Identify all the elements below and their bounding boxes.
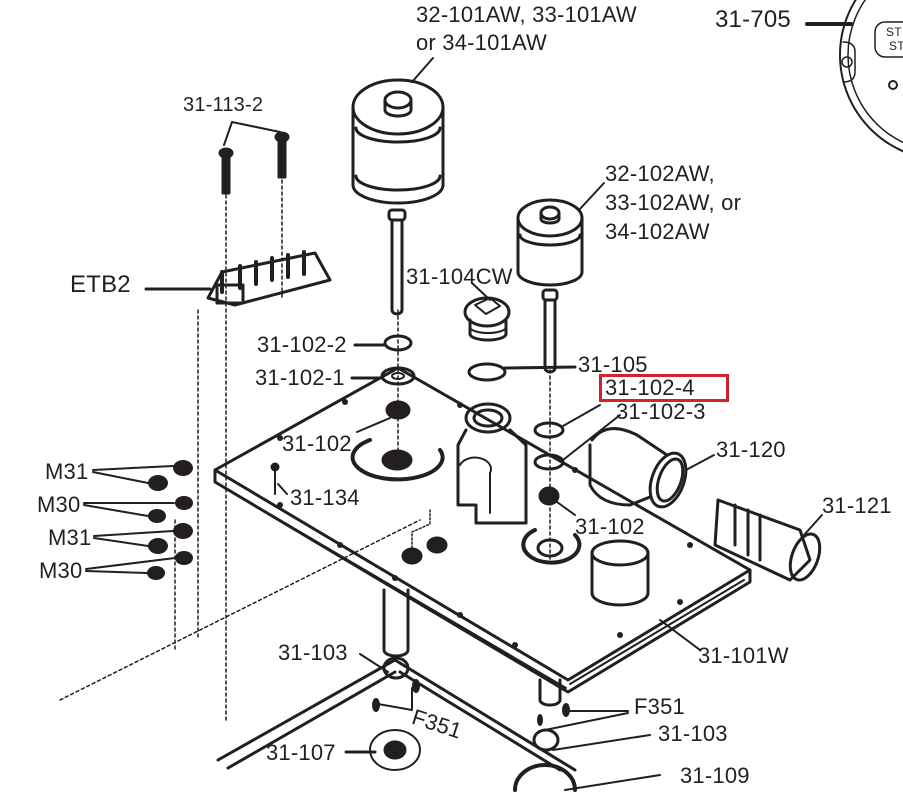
label-pump-large-line1: 32-101AW, 33-101AW <box>416 2 637 27</box>
pump-motor-large <box>351 78 445 316</box>
label-31-102-left: 31-102 <box>282 431 352 456</box>
label-31-705: 31-705 <box>715 6 791 33</box>
label-pump-small-line1: 32-102AW, <box>605 161 715 186</box>
flange-left <box>350 438 445 482</box>
plate-31-101w <box>213 366 752 694</box>
elbow-31-120 <box>588 427 688 509</box>
label-pump-large-line2: or 34-101AW <box>416 30 547 55</box>
cover-text-line1: ST <box>886 25 902 39</box>
oring-31-105 <box>467 362 507 382</box>
label-m31-bottom: M31 <box>48 525 92 550</box>
label-31-103-right: 31-103 <box>658 721 728 746</box>
label-31-105: 31-105 <box>578 352 648 377</box>
lower-leaders <box>344 653 661 791</box>
cover-31-705 <box>839 0 903 153</box>
label-31-121: 31-121 <box>822 493 892 518</box>
label-31-101w: 31-101W <box>698 643 789 668</box>
label-m30-bottom: M30 <box>39 558 83 583</box>
nut-leaders <box>83 465 176 574</box>
label-31-102-right: 31-102 <box>575 514 645 539</box>
fitting-31-121 <box>713 498 822 582</box>
cup <box>590 539 650 607</box>
nuts-m31-m30 <box>147 460 193 580</box>
label-31-107: 31-107 <box>266 740 336 765</box>
label-31-102-4: 31-102-4 <box>605 375 695 400</box>
label-31-102-2: 31-102-2 <box>257 332 347 357</box>
cover-text-line2: ST <box>889 39 903 53</box>
washer-31-102-left <box>385 400 411 420</box>
flange-right <box>521 528 582 565</box>
label-31-109: 31-109 <box>680 763 750 788</box>
label-31-102-3: 31-102-3 <box>616 399 706 424</box>
label-31-120: 31-120 <box>716 437 786 462</box>
highlight-box <box>599 374 729 402</box>
label-31-102-1: 31-102-1 <box>255 365 345 390</box>
washer-31-102-right <box>538 486 560 506</box>
washer-31-102-2 <box>383 334 413 352</box>
label-m31-top: M31 <box>45 459 89 484</box>
label-etb2: ETB2 <box>70 271 131 298</box>
nut <box>401 547 423 565</box>
screws-31-113-2 <box>218 131 290 195</box>
nut <box>426 536 448 554</box>
label-31-113-2: 31-113-2 <box>183 94 264 116</box>
label-pump-small-line3: 34-102AW <box>605 219 710 244</box>
pump-port <box>456 402 528 525</box>
pin-31-134 <box>270 462 280 495</box>
washer-31-102-4 <box>533 421 565 439</box>
lower-base <box>216 588 577 792</box>
label-31-104cw: 31-104CW <box>406 264 513 289</box>
label-pump-small-line2: 33-102AW, or <box>605 190 742 215</box>
label-31-134: 31-134 <box>290 485 360 510</box>
label-m30-top: M30 <box>37 492 81 517</box>
plug-31-104cw <box>463 296 511 342</box>
label-f351-right: F351 <box>634 694 685 719</box>
label-31-103-left: 31-103 <box>278 640 348 665</box>
pump-motor-small <box>516 198 584 374</box>
terminal-block-etb2 <box>206 250 332 307</box>
